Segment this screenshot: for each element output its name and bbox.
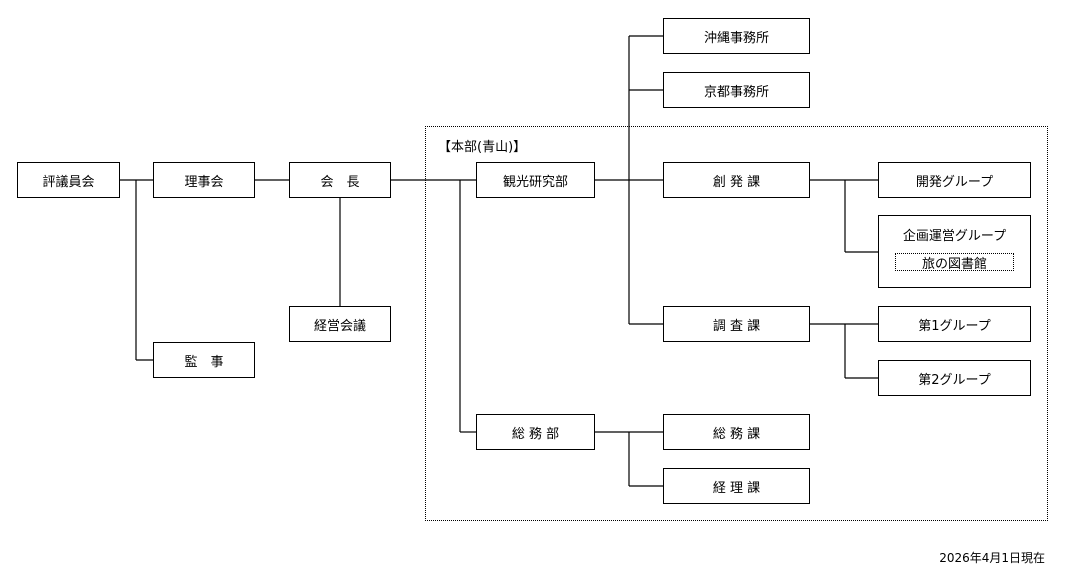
as-of-date: 2026年4月1日現在 (939, 551, 1045, 565)
node-somuka: 総 務 課 (663, 414, 810, 450)
node-tabi-library: 旅の図書館 (895, 253, 1014, 272)
node-keirika: 経 理 課 (663, 468, 810, 504)
node-chosaka: 調 査 課 (663, 306, 810, 342)
kikaku-group-label: 企画運営グループ (902, 229, 1007, 244)
node-kansa: 監 事 (153, 342, 255, 378)
node-kanko-kenkyubu: 観光研究部 (476, 162, 595, 198)
node-kaicho: 会 長 (289, 162, 391, 198)
node-kikaku-group: 企画運営グループ 旅の図書館 (878, 215, 1031, 288)
node-okinawa-office: 沖縄事務所 (663, 18, 810, 54)
headquarters-region (425, 126, 1048, 521)
node-somubu: 総 務 部 (476, 414, 595, 450)
node-group1: 第1グループ (878, 306, 1031, 342)
node-kaihatsu-group: 開発グループ (878, 162, 1031, 198)
node-group2: 第2グループ (878, 360, 1031, 396)
node-hyogiinkai: 評議員会 (17, 162, 120, 198)
node-rijikai: 理事会 (153, 162, 255, 198)
node-kyoto-office: 京都事務所 (663, 72, 810, 108)
headquarters-label: 【本部(青山)】 (438, 140, 527, 155)
node-sohatsuka: 創 発 課 (663, 162, 810, 198)
node-keiei-kaigi: 経営会議 (289, 306, 391, 342)
